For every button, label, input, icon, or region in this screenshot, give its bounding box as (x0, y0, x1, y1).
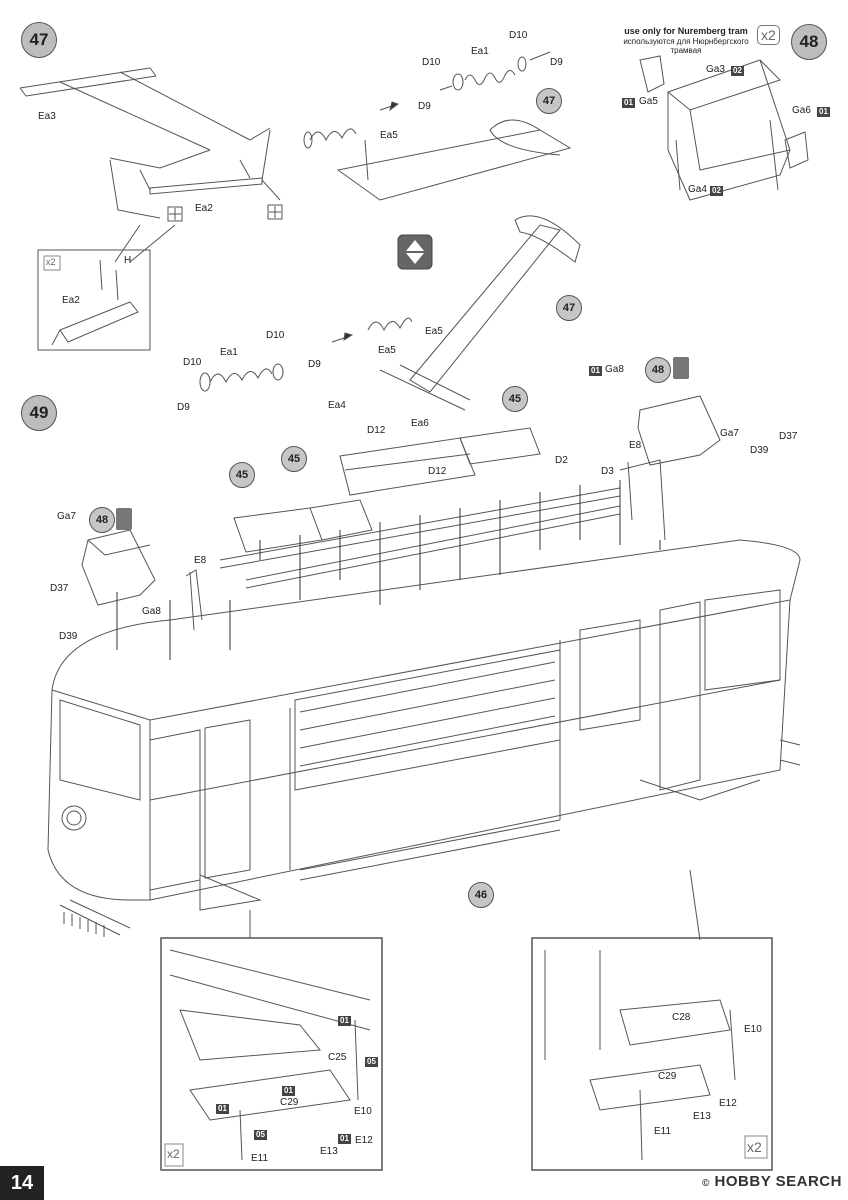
label-d9-a: D9 (550, 57, 563, 68)
label-d9-c: D9 (308, 359, 321, 370)
label-e10-a: E10 (354, 1106, 372, 1117)
label-ea3: Ea3 (38, 111, 56, 122)
label-ga5: Ga5 (639, 96, 658, 107)
tag-01-e11: 01 (216, 1104, 229, 1114)
label-ea6: Ea6 (411, 418, 429, 429)
label-e12-a: E12 (355, 1135, 373, 1146)
label-e13-b: E13 (693, 1111, 711, 1122)
label-ga7-b: Ga7 (57, 511, 76, 522)
ref-45-badge-a: 45 (502, 386, 528, 412)
tag-01-ga6: 01 (817, 107, 830, 117)
label-ga3: Ga3 (706, 64, 725, 75)
label-d12-a: D12 (367, 425, 386, 436)
tag-01-c29: 01 (282, 1086, 295, 1096)
label-e11-a: E11 (251, 1153, 269, 1164)
ref-47-badge-a: 47 (536, 88, 562, 114)
tram-body (48, 210, 800, 937)
tag-02-ga4: 02 (710, 186, 723, 196)
ref-48-badge-b: 48 (89, 507, 115, 533)
label-d39-a: D39 (750, 445, 769, 456)
label-d2: D2 (555, 455, 568, 466)
label-ea1-b: Ea1 (220, 347, 238, 358)
tag-01-ga8-a: 01 (589, 366, 602, 376)
label-d9-d: D9 (177, 402, 190, 413)
label-e12-b: E12 (719, 1098, 737, 1109)
label-ga8-b: Ga8 (142, 606, 161, 617)
ref-48-badge-a: 48 (645, 357, 671, 383)
pantograph-frame-left (20, 68, 282, 262)
multiplier-x2-detail: x2 (46, 257, 56, 267)
assembly-arrows (117, 480, 660, 660)
label-d10-d: D10 (183, 357, 202, 368)
tag-01-ga5: 01 (622, 98, 635, 108)
label-ea5-b: Ea5 (425, 326, 443, 337)
label-d9-b: D9 (418, 101, 431, 112)
label-d37-a: D37 (779, 431, 798, 442)
ref-47-badge-b: 47 (556, 295, 582, 321)
label-ea5-a: Ea5 (380, 130, 398, 141)
label-ga8-a: Ga8 (605, 364, 624, 375)
housing-48 (640, 56, 808, 200)
label-ga6: Ga6 (792, 105, 811, 116)
tag-02-ga3: 02 (731, 66, 744, 76)
label-ga4: Ga4 (688, 184, 707, 195)
label-ea2-b: Ea2 (62, 295, 80, 306)
tag-05-c25: 05 (365, 1057, 378, 1067)
step-47-badge: 47 (21, 22, 57, 58)
spring-top (304, 52, 550, 148)
tag-01-e12: 01 (338, 1134, 351, 1144)
ref-45-badge-c: 45 (281, 446, 307, 472)
multiplier-x2-bottom-right: x2 (747, 1139, 762, 1155)
label-e8-a: E8 (629, 440, 642, 451)
label-c25: C25 (328, 1052, 347, 1063)
multiplier-x2-48: x2 (757, 25, 780, 45)
label-ea2-a: Ea2 (195, 203, 213, 214)
label-d12-b: D12 (428, 466, 447, 477)
tag-05-e11: 05 (254, 1130, 267, 1140)
ref-46-badge: 46 (468, 882, 494, 908)
label-c29-b: C29 (658, 1071, 677, 1082)
label-e11-b: E11 (654, 1126, 672, 1137)
label-d10-c: D10 (266, 330, 285, 341)
watermark: © HOBBY SEARCH (702, 1173, 842, 1190)
label-d3: D3 (601, 466, 614, 477)
tag-01-c25: 01 (338, 1016, 351, 1026)
label-e13-a: E13 (320, 1146, 338, 1157)
label-h: H (124, 255, 132, 266)
label-ea5-c: Ea5 (378, 345, 396, 356)
label-d39-b: D39 (59, 631, 78, 642)
label-ga7-a: Ga7 (720, 428, 739, 439)
label-ea1-a: Ea1 (471, 46, 489, 57)
label-e10-b: E10 (744, 1024, 762, 1035)
multiplier-x2-bottom-left: x2 (167, 1147, 180, 1161)
label-e8-b: E8 (194, 555, 207, 566)
ref-45-badge-b: 45 (229, 462, 255, 488)
label-d10-b: D10 (422, 57, 441, 68)
glue-icon (673, 357, 689, 379)
label-c29-a: C29 (280, 1097, 299, 1108)
label-ea4: Ea4 (328, 400, 346, 411)
label-c28: C28 (672, 1012, 691, 1023)
page-number: 14 (0, 1166, 44, 1200)
label-d10-a: D10 (509, 30, 528, 41)
glue-icon (116, 508, 132, 530)
roof-frame (186, 428, 665, 630)
label-d37-b: D37 (50, 583, 69, 594)
step-48-badge: 48 (791, 24, 827, 60)
step-49-badge: 49 (21, 395, 57, 431)
